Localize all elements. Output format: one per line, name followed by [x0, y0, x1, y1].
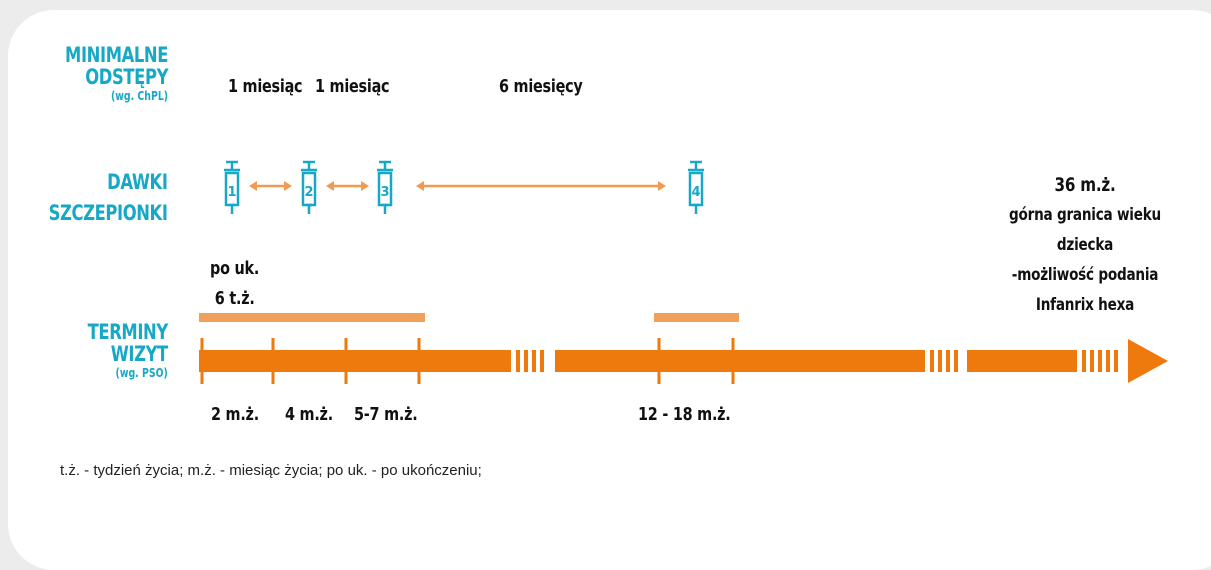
doses-row-label: DAWKI SZCZEPIONKI [49, 167, 168, 229]
age-limit-line5: Infanrix hexa [1035, 295, 1135, 315]
syringe-icon: 3 [375, 160, 395, 216]
start-note-line1: po uk. [210, 258, 260, 279]
footnote: t.ż. - tydzień życia; m.ż. - miesiąc życ… [60, 462, 482, 479]
age-limit-line1: 36 m.ż. [1054, 174, 1116, 196]
dose-number: 3 [380, 185, 389, 200]
interval-label: 6 miesięcy [499, 76, 583, 97]
visit-label: 4 m.ż. [285, 404, 333, 425]
timeline-arrowhead [1128, 339, 1168, 383]
interval-label: 1 miesiąc [315, 76, 390, 97]
visit-label: 5-7 m.ż. [354, 404, 418, 425]
visits-row-label: TERMINY WIZYT (wg. PSO) [87, 320, 169, 381]
interval-arrow [249, 181, 292, 191]
start-note-line2: 6 t.ż. [214, 288, 255, 309]
visit-label: 2 m.ż. [211, 404, 259, 425]
diagram-graphics: 1 2 3 4 [199, 160, 1168, 384]
age-limit-line2: górna granica wieku [1009, 205, 1161, 225]
intervals-label-line1: MINIMALNE [64, 43, 168, 67]
visit-range-bar [199, 313, 425, 322]
syringe-icon: 2 [299, 160, 319, 216]
interval-arrow [416, 181, 666, 191]
visit-range-bar [654, 313, 739, 322]
timeline-ticks [200, 338, 735, 384]
age-limit-line3: dziecka [1056, 235, 1114, 255]
intervals-row-label: MINIMALNE ODSTĘPY (wg. ChPL) [65, 44, 168, 104]
interval-label: 1 miesiąc [228, 76, 303, 97]
dose-number: 2 [304, 185, 313, 200]
syringe-icon: 4 [686, 160, 706, 216]
interval-arrow [326, 181, 369, 191]
intervals-label-line2: ODSTĘPY [85, 65, 168, 89]
timeline-axis [199, 339, 1168, 383]
visits-label-line1: TERMINY [87, 320, 169, 344]
doses-label-line2: SZCZEPIONKI [49, 201, 168, 225]
age-limit-line4: -możliwość podania [1011, 265, 1159, 285]
visits-label-line2: WIZYT [110, 342, 169, 366]
dose-number: 1 [227, 185, 236, 200]
visit-label: 12 - 18 m.ż. [638, 404, 731, 425]
diagram-card [8, 10, 1211, 570]
intervals-label-sub: (wg. ChPL) [110, 89, 168, 103]
dose-number: 4 [691, 185, 700, 200]
start-note: po uk. 6 t.ż. [210, 254, 259, 314]
syringe-icon: 1 [222, 160, 242, 216]
doses-label-line1: DAWKI [107, 170, 169, 194]
visits-label-sub: (wg. PSO) [115, 366, 168, 380]
